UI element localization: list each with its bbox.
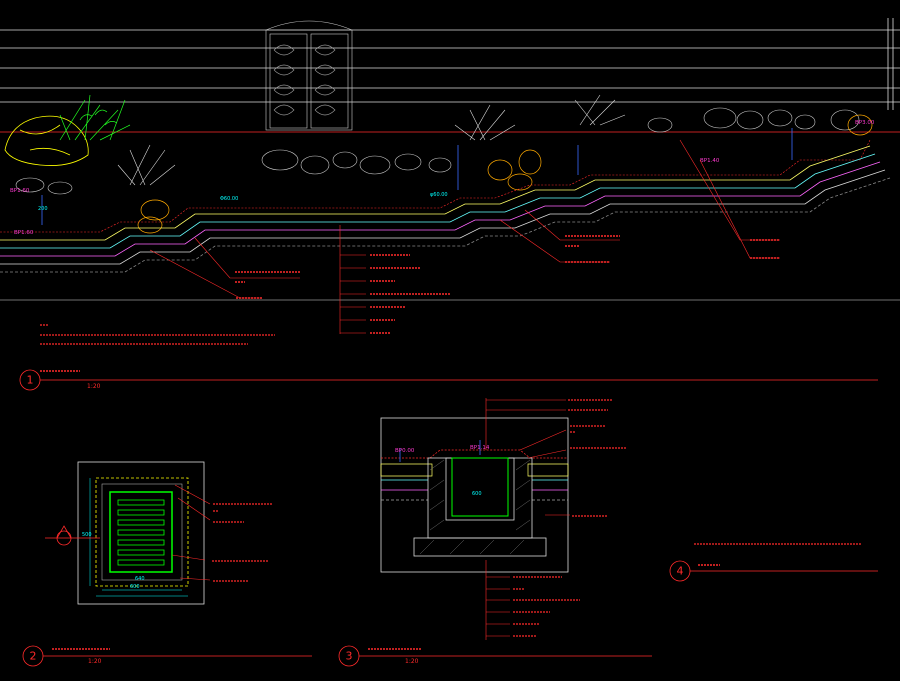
title-block-3: 3 1:20 bbox=[338, 645, 652, 667]
elevation-left: BP0.00 bbox=[395, 448, 415, 454]
elevation-mark-left: BP1.60 bbox=[14, 230, 34, 236]
plant-white-left bbox=[117, 144, 176, 186]
shrub-green bbox=[59, 94, 131, 141]
title-scale-1: 1:20 bbox=[87, 383, 101, 390]
elevation-mark-top: BP3.00 bbox=[855, 120, 875, 126]
plan-dim-inner: 600 bbox=[130, 584, 140, 590]
inner-width-dim: 600 bbox=[472, 491, 482, 497]
leaders-section-3 bbox=[485, 398, 570, 640]
elevation-mark-right: BP1.40 bbox=[700, 158, 720, 164]
channel-hatch bbox=[419, 459, 531, 555]
title-number-3: 3 bbox=[346, 650, 353, 663]
pebble-strip bbox=[0, 139, 871, 233]
iron-gate bbox=[265, 20, 353, 131]
section-3-cross-section: BP0.00 BP1.14 600 3 1:20 bbox=[338, 398, 652, 667]
stepped-layers bbox=[0, 145, 891, 273]
elevation-right: BP1.14 bbox=[470, 445, 490, 451]
title-block-1: 1 1:20 bbox=[19, 369, 878, 391]
title-number-2: 2 bbox=[30, 650, 37, 663]
dimension-mark-c: 200 bbox=[38, 206, 48, 212]
plan-dim-left: 500 bbox=[82, 532, 92, 538]
title-number-4: 4 bbox=[677, 565, 684, 578]
elevation-mark-left-2: BP1.60 bbox=[10, 188, 30, 194]
marker-lines bbox=[41, 128, 793, 225]
section-frame bbox=[380, 417, 569, 573]
leaders-section-2 bbox=[171, 484, 211, 581]
plan-frame bbox=[77, 461, 205, 605]
leader-text-stubs bbox=[235, 235, 780, 334]
title-number-1: 1 bbox=[27, 374, 34, 387]
section-1-elevation: BP1.60 BP1.60 BP1.40 BP3.00 Φ60.00 φ60.0… bbox=[0, 18, 900, 391]
notes-block bbox=[40, 324, 275, 345]
plan-outer-dash bbox=[95, 477, 189, 587]
plan-dimensions bbox=[89, 478, 188, 597]
title-block-2: 2 1:20 bbox=[22, 645, 312, 667]
grating-cover bbox=[109, 491, 173, 573]
dimension-mark-a: Φ60.00 bbox=[220, 196, 238, 202]
plant-white-mid bbox=[454, 94, 626, 141]
title-scale-2: 1:20 bbox=[88, 658, 102, 665]
boulders-brown bbox=[137, 114, 873, 234]
leader-stubs-2 bbox=[212, 503, 272, 582]
rock-cluster-row bbox=[15, 107, 860, 195]
leader-stubs-3 bbox=[513, 399, 626, 637]
title-scale-3: 1:20 bbox=[405, 658, 419, 665]
plan-inner-frame bbox=[101, 483, 183, 581]
dimension-mark-b: φ60.00 bbox=[430, 192, 448, 198]
section-3-marks bbox=[399, 440, 481, 462]
section-4-note: 4 bbox=[669, 543, 878, 582]
plan-dim-cover: 640 bbox=[135, 576, 145, 582]
perimeter-wall bbox=[0, 18, 900, 133]
section-2-plan: 500 600 640 2 1:20 bbox=[22, 461, 312, 667]
drain-liner bbox=[451, 457, 509, 517]
section-cut-marker bbox=[45, 525, 100, 546]
rock-yellow bbox=[4, 115, 89, 166]
grating-bars bbox=[117, 499, 165, 566]
